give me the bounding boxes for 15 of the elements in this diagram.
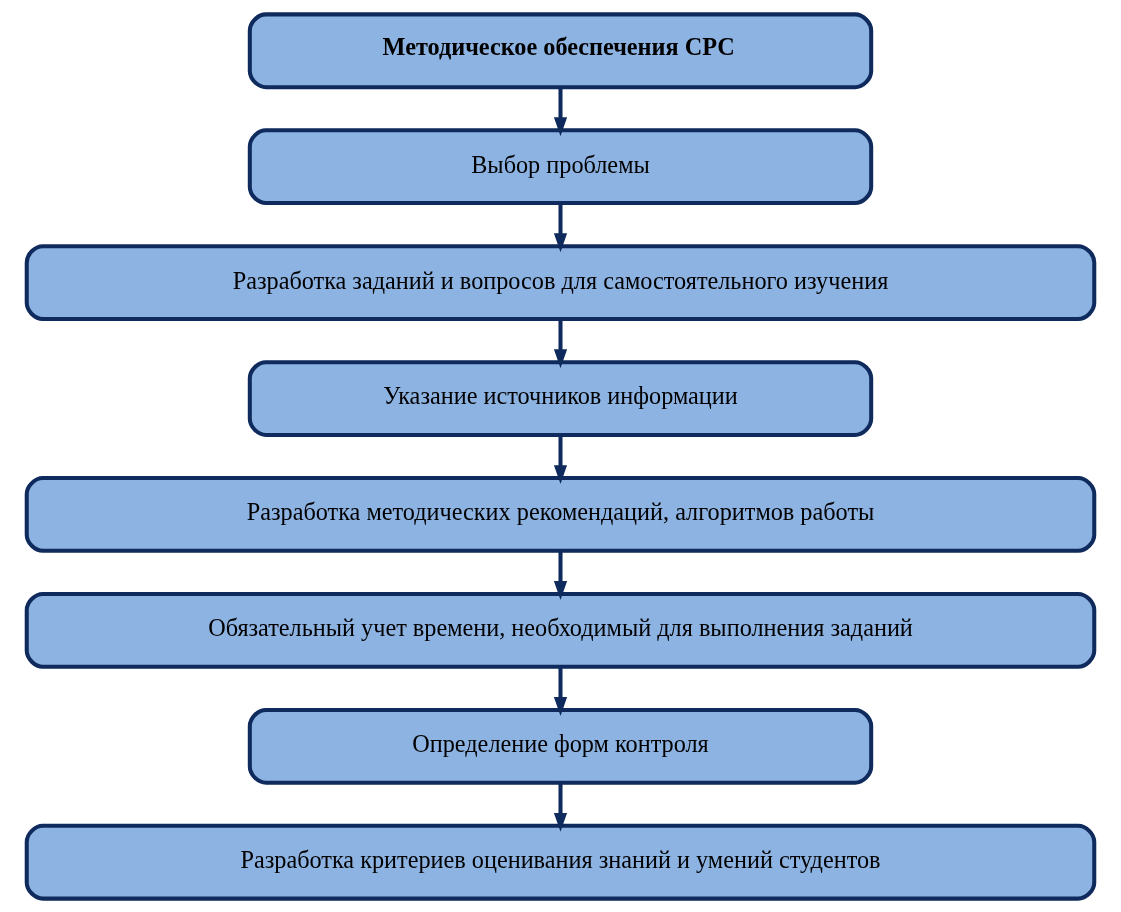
arrow [553, 782, 568, 832]
node-box: Разработка методических рекомендаций, алгоритмов работы [24, 475, 1097, 553]
arrow [553, 202, 568, 252]
node-box: Методическое обеспечения СРС [247, 11, 874, 89]
node-box: Разработка заданий и вопросов для самостоятельного изучения [24, 243, 1097, 321]
arrow [553, 666, 568, 716]
arrow [553, 550, 568, 600]
node-box: Обязательный учет времени, необходимый для выполнения заданий [24, 591, 1097, 669]
arrow [553, 434, 568, 484]
arrow [553, 318, 568, 368]
arrow [553, 86, 568, 136]
node-box: Определение форм контроля [247, 707, 874, 785]
node-box: Указание источников информации [247, 359, 874, 437]
node-box: Выбор проблемы [247, 127, 874, 205]
node-box: Разработка критериев оценивания знаний и умений студентов [24, 823, 1097, 901]
